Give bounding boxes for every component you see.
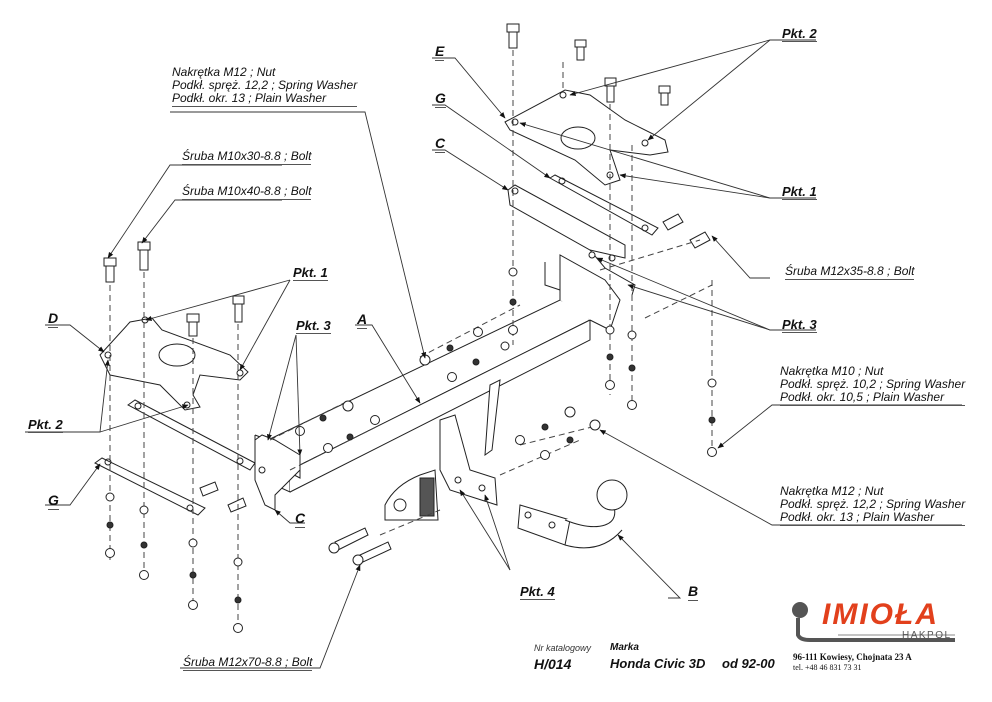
part-label-G-left: G: [48, 492, 59, 510]
vehicle-years: od 92-00: [722, 656, 775, 671]
strip-G-left-upper: [127, 399, 256, 471]
tow-ball-B: [517, 479, 628, 549]
leader-lines: [25, 39, 962, 669]
part-label-B: B: [688, 583, 699, 601]
label-nut-m12-bottom: Nakrętka M12 ; Nut Podkł. spręż. 12,2 ; …: [780, 484, 966, 526]
part-label-C-right: C: [435, 135, 446, 153]
catalog-number-label: Nr katalogowy: [534, 643, 592, 653]
company-phone: tel. +48 46 831 73 31: [793, 663, 862, 672]
part-label-A: A: [357, 311, 368, 329]
long-bolts-m12x70: [328, 527, 392, 566]
label-bolt-m10x30: Śruba M10x30-8.8 ; Bolt: [182, 149, 312, 165]
label-nut-m10: Nakrętka M10 ; Nut Podkł. spręż. 10,2 ; …: [780, 364, 966, 406]
label-bolt-m10x40: Śruba M10x40-8.8 ; Bolt: [182, 184, 312, 200]
assembly-axes: [109, 50, 713, 630]
catalog-number: H/014: [534, 656, 572, 672]
label-pkt1-right: Pkt. 1: [782, 184, 817, 200]
plate-D: [99, 316, 249, 411]
plate-E: [504, 89, 669, 186]
company-logo-emblem: [792, 602, 955, 642]
label-pkt4: Pkt. 4: [520, 584, 555, 600]
label-nut-m12-top: Nakrętka M12 ; Nut Podkł. spręż. 12,2 ; …: [172, 65, 358, 107]
electrical-socket-plate: [384, 469, 439, 521]
bracket-C-right: [507, 184, 636, 296]
label-pkt3-right: Pkt. 3: [782, 317, 817, 333]
company-logo-name: IMIOŁA: [822, 598, 939, 631]
strip-G-left-lower: [94, 457, 206, 516]
washers-and-nuts: [105, 251, 717, 633]
part-label-E: E: [435, 43, 445, 61]
brand-label: Marka: [610, 642, 639, 653]
label-bolt-m12x70: Śruba M12x70-8.8 ; Bolt: [183, 655, 313, 671]
part-label-C-left: C: [295, 510, 306, 528]
label-pkt2-top-right: Pkt. 2: [782, 26, 817, 42]
label-pkt3-left: Pkt. 3: [296, 318, 331, 334]
main-crossbeam-A: [254, 254, 621, 493]
company-logo-sub: HAKPOL: [902, 630, 952, 641]
part-label-D: D: [48, 310, 59, 328]
label-pkt2-left: Pkt. 2: [28, 417, 63, 433]
label-bolt-m12x35: Śruba M12x35-8.8 ; Bolt: [785, 264, 915, 280]
strip-G-right: [549, 174, 659, 236]
label-pkt1-left: Pkt. 1: [293, 265, 328, 281]
drop-bracket: [439, 379, 501, 506]
part-label-G-right: G: [435, 90, 446, 108]
vehicle-model: Honda Civic 3D: [610, 656, 706, 671]
company-address: 96-111 Kowiesy, Chojnata 23 A: [793, 652, 912, 662]
